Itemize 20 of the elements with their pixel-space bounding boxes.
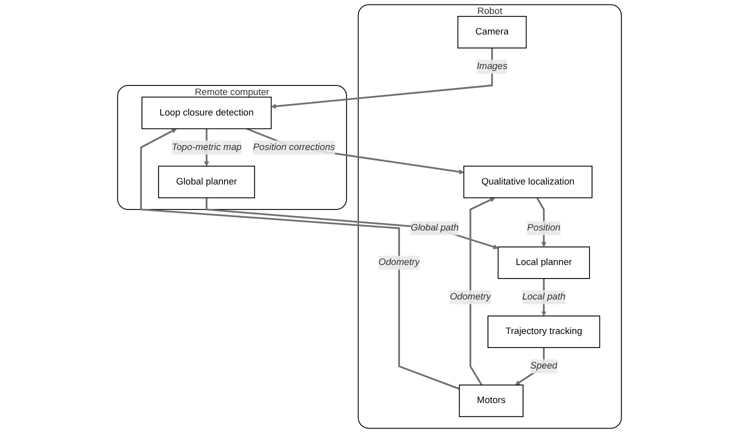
edge-label: Global path bbox=[410, 222, 459, 233]
node-box: Motors bbox=[458, 384, 524, 418]
arrow bbox=[206, 198, 498, 250]
edge-label: Images bbox=[476, 61, 508, 72]
node-box: Qualitative localization bbox=[463, 166, 592, 198]
node-box: Local planner bbox=[498, 246, 590, 279]
node-box: Camera bbox=[457, 16, 527, 48]
edge-label: Odometry bbox=[378, 257, 420, 268]
node-box: Loop closure detection bbox=[141, 96, 272, 130]
node-box: Global planner bbox=[158, 166, 256, 198]
edge-label: Topo-metric map bbox=[172, 142, 242, 152]
edge-label: Odometry bbox=[450, 292, 491, 302]
arrow bbox=[271, 48, 493, 109]
edge-label: Speed bbox=[530, 361, 558, 371]
arrow bbox=[246, 128, 464, 174]
arrow bbox=[470, 197, 496, 386]
edge-label: Local path bbox=[522, 292, 566, 302]
edge-label: Position bbox=[527, 222, 560, 233]
node-box: Trajectory tracking bbox=[488, 316, 600, 348]
edge-label: Position corrections bbox=[253, 142, 335, 152]
